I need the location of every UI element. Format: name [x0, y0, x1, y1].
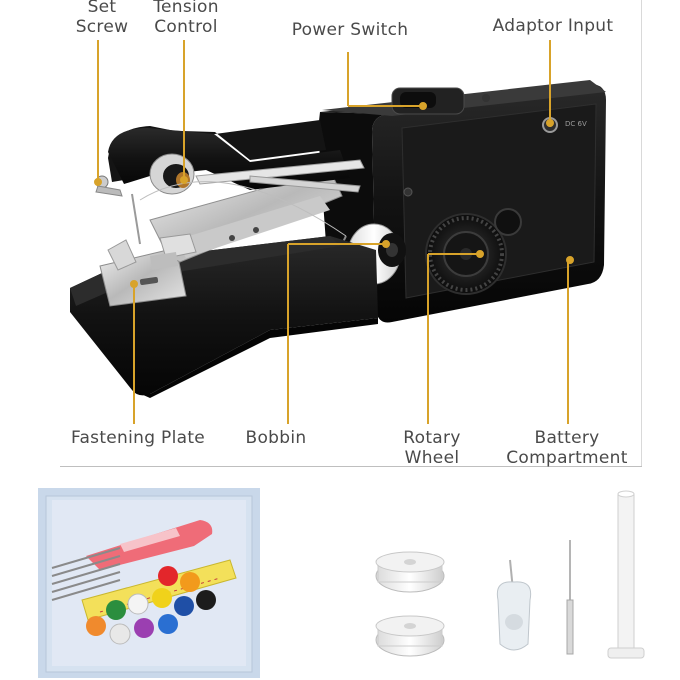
section-divider [60, 466, 642, 467]
label-adaptor-input: Adaptor Input [492, 16, 614, 36]
tension-control [149, 153, 195, 195]
label-bobbin: Bobbin [245, 428, 307, 448]
label-power-switch: Power Switch [291, 20, 409, 40]
sewing-machine: DC 6V [70, 80, 606, 398]
label-set-screw-line2: Screw [75, 17, 129, 37]
label-battery-compartment-line1: Battery [534, 428, 600, 448]
label-set-screw-line1: Set [87, 0, 117, 17]
leader-lines [94, 40, 574, 424]
label-tension-control-line2: Control [154, 17, 218, 37]
label-set-screw: Set Screw [66, 0, 138, 37]
power-switch [391, 87, 490, 115]
label-battery-compartment-line2: Compartment [506, 448, 628, 468]
spare-bobbins [375, 551, 445, 657]
spool-pin [607, 490, 645, 659]
label-rotary-wheel-line2: Wheel [404, 448, 460, 468]
label-tension-control-line1: Tension [153, 0, 219, 17]
dc-port-text: DC 6V [565, 120, 587, 128]
accessory-kit-bag [38, 488, 260, 678]
metal-arm [149, 169, 343, 270]
spare-needle [566, 540, 574, 655]
needle-threader [496, 559, 532, 651]
top-arm [108, 120, 326, 182]
label-rotary-wheel: Rotary Wheel [392, 428, 472, 468]
vertical-divider [641, 0, 642, 466]
label-fastening-plate: Fastening Plate [70, 428, 206, 448]
label-rotary-wheel-line1: Rotary [403, 428, 461, 448]
label-battery-compartment: Battery Compartment [494, 428, 640, 468]
label-tension-control: Tension Control [140, 0, 232, 37]
